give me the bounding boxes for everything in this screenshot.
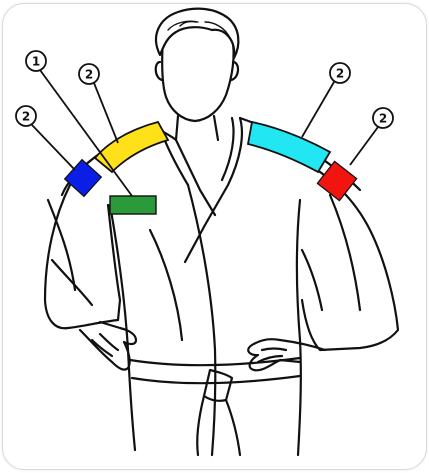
yellow-shoulder-band: [95, 122, 168, 172]
cyan-shoulder-band: [248, 122, 330, 172]
hand-right: [248, 339, 325, 370]
leader-line-2a: [94, 83, 118, 143]
callout-label-1: 1: [32, 55, 40, 69]
callout-label-2a: 2: [85, 68, 93, 82]
callout-label-2d: 2: [379, 112, 387, 126]
gi-body: [110, 205, 135, 450]
red-square-marker: [317, 161, 356, 200]
leader-line-2d: [350, 127, 378, 165]
leader-line-2c: [302, 82, 334, 137]
callout-label-2b: 2: [22, 110, 30, 124]
green-rect-marker: [110, 196, 156, 214]
color-markers: [65, 122, 357, 214]
leader-line-2b: [32, 125, 75, 170]
belt-knot: [204, 370, 232, 401]
callout-label-2c: 2: [336, 67, 344, 81]
sleeve-left: [45, 185, 120, 328]
